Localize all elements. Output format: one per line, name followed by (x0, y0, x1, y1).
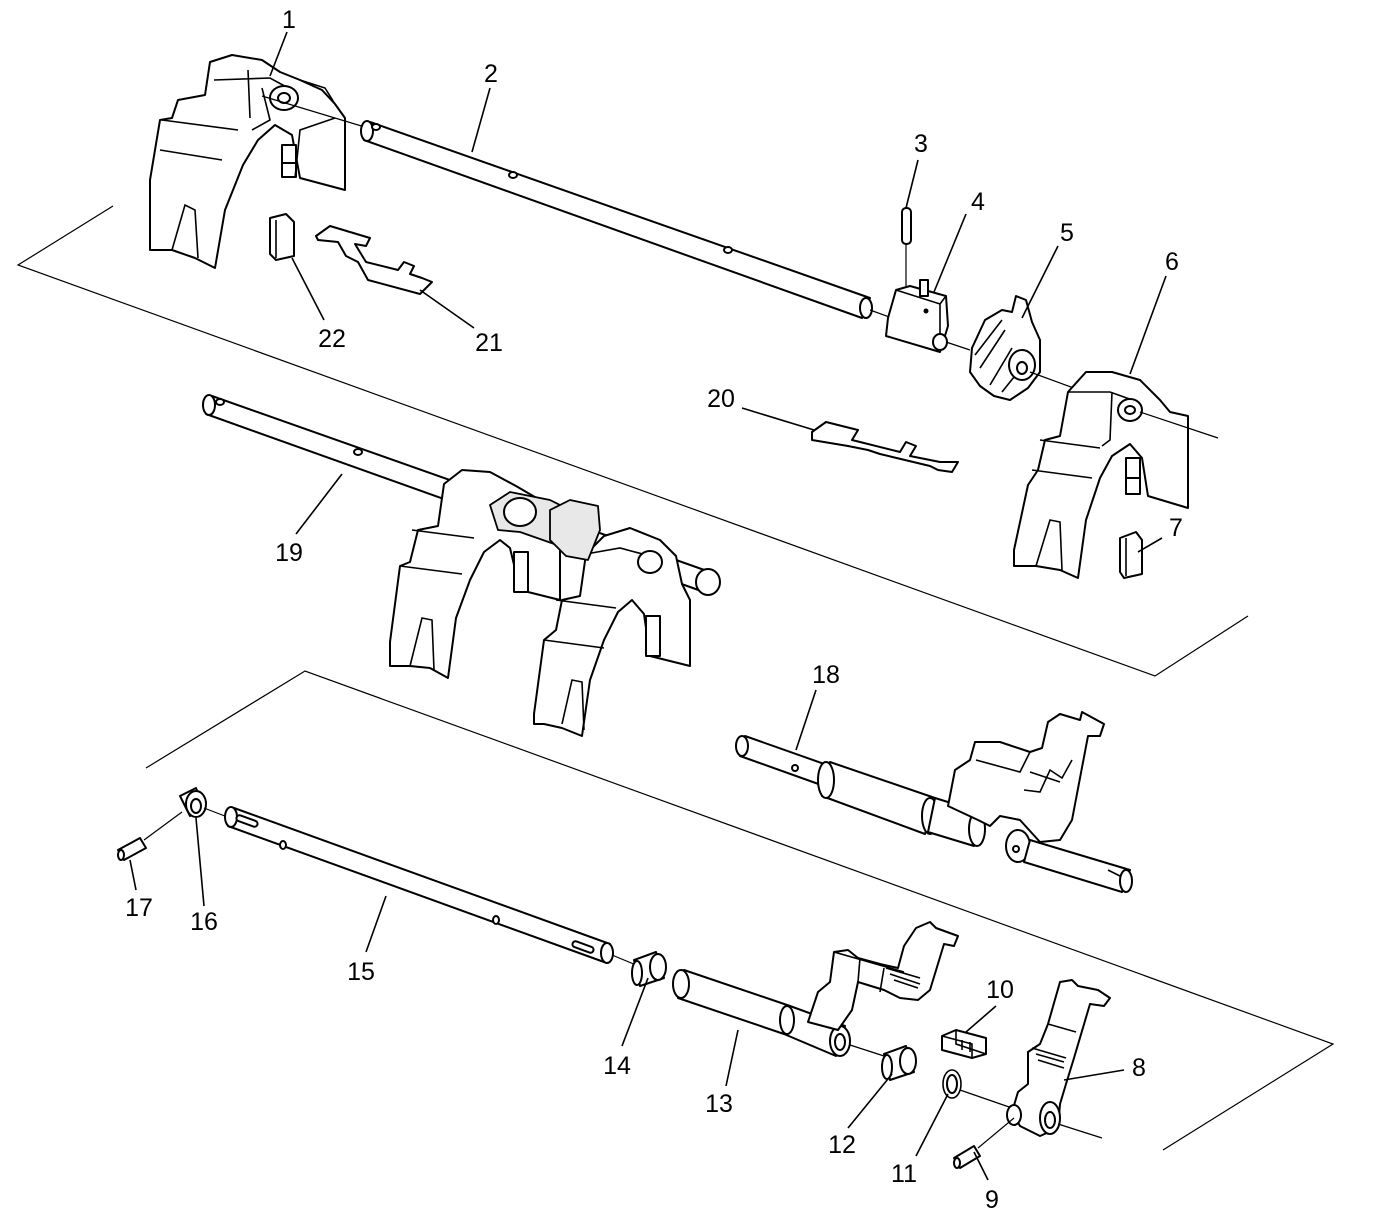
part-13-axis-line (849, 1044, 885, 1057)
part-9-pin (953, 1117, 1015, 1169)
callout-labels: 1 2 3 4 5 6 7 8 9 10 11 12 13 14 15 16 1… (125, 6, 1183, 1214)
part-11-snap-ring (942, 1069, 962, 1099)
callout-16: 16 (190, 908, 218, 936)
part-22-clip (269, 213, 295, 261)
part-5-cam (969, 295, 1041, 401)
callout-20: 20 (707, 385, 735, 413)
part-18-shaft-assembly (735, 711, 1133, 893)
callout-2: 2 (484, 60, 498, 88)
part-4-block (885, 279, 949, 353)
upper-boundary-lines (16, 205, 1249, 677)
part-20-plate (811, 421, 959, 473)
part-8-axis-line (1057, 1123, 1103, 1139)
part-4-axis-line (945, 341, 971, 351)
part-10-block (941, 1029, 987, 1059)
callout-18: 18 (812, 661, 840, 689)
lower-boundary-lines (145, 670, 1335, 1151)
part-12-bushing (881, 1045, 917, 1081)
callout-5: 5 (1060, 219, 1074, 247)
callout-22: 22 (318, 325, 346, 353)
callout-12: 12 (828, 1131, 856, 1159)
part-6-axis-line (1139, 411, 1219, 439)
callout-10: 10 (986, 976, 1014, 1004)
part-6-shift-fork (1013, 371, 1189, 579)
callout-6: 6 (1165, 248, 1179, 276)
callout-15: 15 (347, 958, 375, 986)
part-8-arm (1006, 979, 1111, 1137)
part-15-axis-line (611, 954, 637, 966)
part-11-axis-line (959, 1089, 1013, 1109)
callout-21: 21 (475, 329, 503, 357)
part-15-shaft (224, 806, 614, 964)
part-21-plate (315, 225, 433, 295)
part-17-pin (117, 811, 183, 861)
callout-14: 14 (603, 1052, 631, 1080)
part-7-clip (1119, 531, 1143, 579)
callout-7: 7 (1169, 514, 1183, 542)
callout-3: 3 (914, 130, 928, 158)
callout-17: 17 (125, 894, 153, 922)
part-3-pin (901, 207, 912, 290)
callout-1: 1 (282, 6, 296, 34)
part-14-bushing (631, 951, 667, 987)
callout-13: 13 (705, 1090, 733, 1118)
callout-11: 11 (891, 1160, 917, 1188)
part-2-shaft (360, 120, 873, 319)
callout-8: 8 (1132, 1054, 1146, 1082)
callout-9: 9 (985, 1186, 999, 1214)
callout-4: 4 (971, 188, 985, 216)
callout-19: 19 (275, 539, 303, 567)
assembled-fork-right (533, 499, 691, 737)
part-1-axis-line (261, 95, 369, 129)
part-1-shift-fork (149, 54, 346, 269)
leader-lines (129, 31, 1167, 1181)
part-16-bushing (179, 787, 231, 819)
part-13-sleeve-arm (672, 921, 959, 1057)
